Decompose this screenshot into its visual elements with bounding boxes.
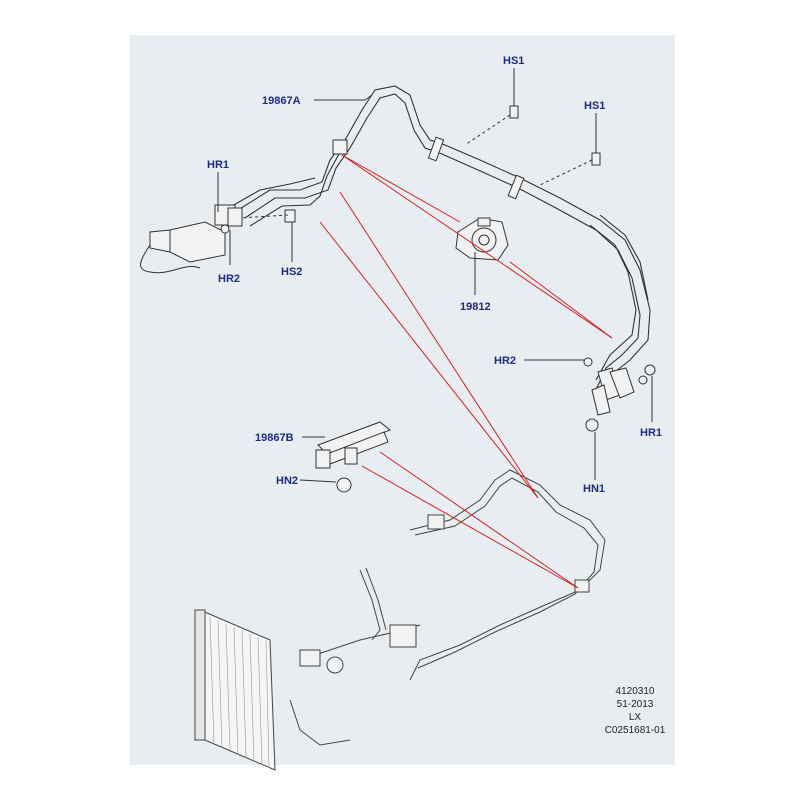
- callout-labels: HS1 HS1 19867A HR1 HR2 HS2 19812 HR2 HR1…: [207, 55, 662, 495]
- callout-hr2-right: HR2: [494, 355, 516, 367]
- ref-line-3: LX: [628, 712, 642, 723]
- hn2-cap: [336, 477, 352, 493]
- right-end-fittings: [583, 357, 656, 432]
- lower-hose-routing: [289, 469, 606, 746]
- ref-line-1: 4120310: [615, 686, 655, 697]
- callout-hr2-left: HR2: [218, 273, 240, 285]
- callout-19867a: 19867A: [262, 95, 301, 107]
- red-leader-lines: [319, 154, 613, 589]
- callout-hr1-left: HR1: [207, 159, 229, 171]
- hs2-fitting: [284, 209, 296, 223]
- callout-hs1-top: HS1: [503, 55, 524, 67]
- hs1-dashed-lines: [239, 114, 593, 219]
- ref-line-4: C0251681-01: [604, 725, 666, 736]
- left-wire: [140, 244, 201, 274]
- callout-leaders: [217, 68, 653, 483]
- left-connector-block: [149, 204, 243, 263]
- valve-19812: [455, 217, 509, 261]
- callout-hn1: HN1: [583, 483, 605, 495]
- callout-19812: 19812: [460, 301, 491, 313]
- condenser: [194, 609, 276, 771]
- lower-fittings: [299, 514, 590, 674]
- hose-part-19867b: [315, 421, 391, 469]
- ref-line-2: 51-2013: [616, 699, 654, 710]
- callout-19867b: 19867B: [255, 432, 294, 444]
- callout-hs2: HS2: [281, 266, 302, 278]
- callout-hr1-right: HR1: [640, 427, 662, 439]
- callout-hs1-right: HS1: [584, 100, 605, 112]
- hs1-studs: [509, 105, 601, 166]
- callout-hn2: HN2: [276, 475, 298, 487]
- hose-clips: [332, 136, 525, 200]
